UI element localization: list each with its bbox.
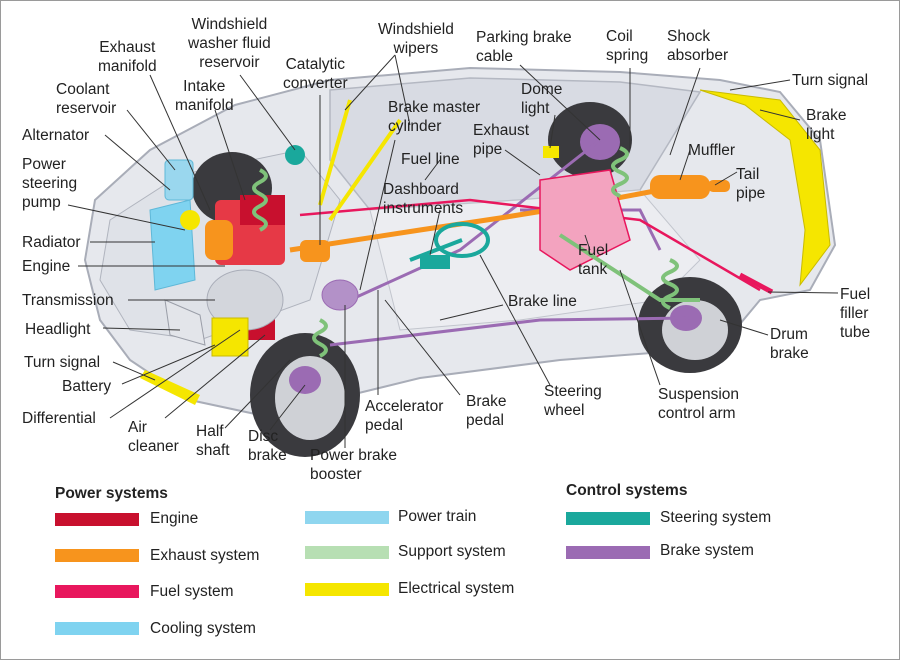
- label-brake-master-cylinder: Brake master cylinder: [388, 99, 481, 135]
- label-power-steering-pump: Power steering pump: [22, 156, 78, 211]
- legend-steering: Steering system: [660, 509, 772, 526]
- label-power-brake-booster: Power brake booster: [310, 447, 398, 483]
- label-exhaust-pipe: Exhaust pipe: [473, 122, 530, 158]
- label-steering-wheel: Steering wheel: [544, 383, 602, 419]
- label-windshield-wipers: Windshield wipers: [378, 21, 454, 57]
- label-fuel-line: Fuel line: [401, 151, 460, 168]
- label-drum-brake: Drum brake: [770, 326, 809, 362]
- label-parking-brake-cable: Parking brake cable: [476, 29, 572, 65]
- swatch-fuel: [55, 585, 139, 598]
- label-windshield-washer: Windshield washer fluid reservoir: [188, 16, 271, 71]
- swatch-cooling: [55, 622, 139, 635]
- legend-exhaust: Exhaust system: [150, 547, 260, 564]
- wiper-arms: [318, 99, 402, 222]
- label-exhaust-manifold: Exhaust manifold: [98, 39, 157, 75]
- label-turn-signal-front: Turn signal: [24, 354, 101, 371]
- label-transmission: Transmission: [22, 292, 114, 309]
- control-arm: [558, 233, 700, 302]
- legend-cooling: Cooling system: [150, 620, 256, 637]
- swatch-steering: [566, 512, 650, 525]
- swatch-engine: [55, 513, 139, 526]
- legend-brake: Brake system: [660, 542, 754, 559]
- label-muffler: Muffler: [688, 142, 736, 159]
- legend-fuel: Fuel system: [150, 583, 234, 600]
- label-coolant-reservoir: Coolant reservoir: [56, 81, 117, 117]
- label-disc-brake: Disc brake: [248, 428, 287, 464]
- label-coil-spring: Coil spring: [606, 28, 649, 64]
- leader-lines: [67, 54, 839, 448]
- label-fuel-filler-tube: Fuel filler tube: [840, 286, 871, 341]
- dome-light-shape: [543, 146, 559, 158]
- label-battery: Battery: [62, 378, 112, 395]
- label-intake-manifold: Intake manifold: [175, 78, 234, 114]
- swatch-support: [305, 546, 389, 559]
- label-radiator: Radiator: [22, 234, 81, 251]
- front-headlight: [164, 299, 206, 346]
- label-accelerator-pedal: Accelerator pedal: [365, 398, 444, 434]
- label-brake-light: Brake light: [806, 107, 847, 143]
- front-turn-signal: [140, 370, 200, 405]
- legend-electrical: Electrical system: [398, 580, 515, 597]
- legend-control-title: Control systems: [566, 482, 688, 499]
- legend-support: Support system: [398, 543, 506, 560]
- fuel-tank: [539, 169, 631, 271]
- label-turn-signal-rear: Turn signal: [792, 72, 869, 89]
- label-dome-light: Dome light: [521, 81, 563, 117]
- swatch-power-train: [305, 511, 389, 524]
- rear-wheel: [638, 277, 742, 373]
- label-dashboard-instruments: Dashboard instruments: [383, 181, 464, 217]
- swatch-electrical: [305, 583, 389, 596]
- label-brake-line: Brake line: [508, 293, 577, 310]
- rear-upper-wheel: [548, 102, 632, 178]
- label-alternator: Alternator: [22, 127, 90, 144]
- front-wheel: [250, 333, 360, 457]
- fuel-filler-shape: [738, 272, 774, 295]
- label-air-cleaner: Air cleaner: [128, 419, 179, 455]
- label-catalytic-converter: Catalytic converter: [283, 56, 348, 92]
- brake-booster-shape: [321, 279, 359, 311]
- label-half-shaft: Half shaft: [196, 423, 230, 459]
- alternator-shape: [180, 210, 200, 230]
- label-tail-pipe: Tail pipe: [736, 166, 766, 202]
- swatch-brake: [566, 546, 650, 559]
- label-suspension-control-arm: Suspension control arm: [658, 386, 740, 422]
- steering-system: [409, 222, 490, 269]
- label-differential: Differential: [22, 410, 96, 427]
- label-brake-pedal: Brake pedal: [466, 393, 507, 429]
- label-fuel-tank: Fuel tank: [578, 242, 609, 278]
- washer-reservoir-shape: [285, 145, 305, 165]
- exhaust-system: [289, 175, 730, 262]
- label-headlight: Headlight: [25, 321, 91, 338]
- coolant-reservoir-shape: [164, 159, 194, 201]
- label-engine: Engine: [22, 258, 71, 275]
- legend-power-train: Power train: [398, 508, 477, 525]
- legend-engine: Engine: [150, 510, 199, 527]
- intake-part: [205, 220, 233, 260]
- label-shock-absorber: Shock absorber: [667, 28, 729, 64]
- rear-light-cluster: [699, 89, 831, 287]
- legend-power-title: Power systems: [55, 485, 168, 502]
- swatch-exhaust: [55, 549, 139, 562]
